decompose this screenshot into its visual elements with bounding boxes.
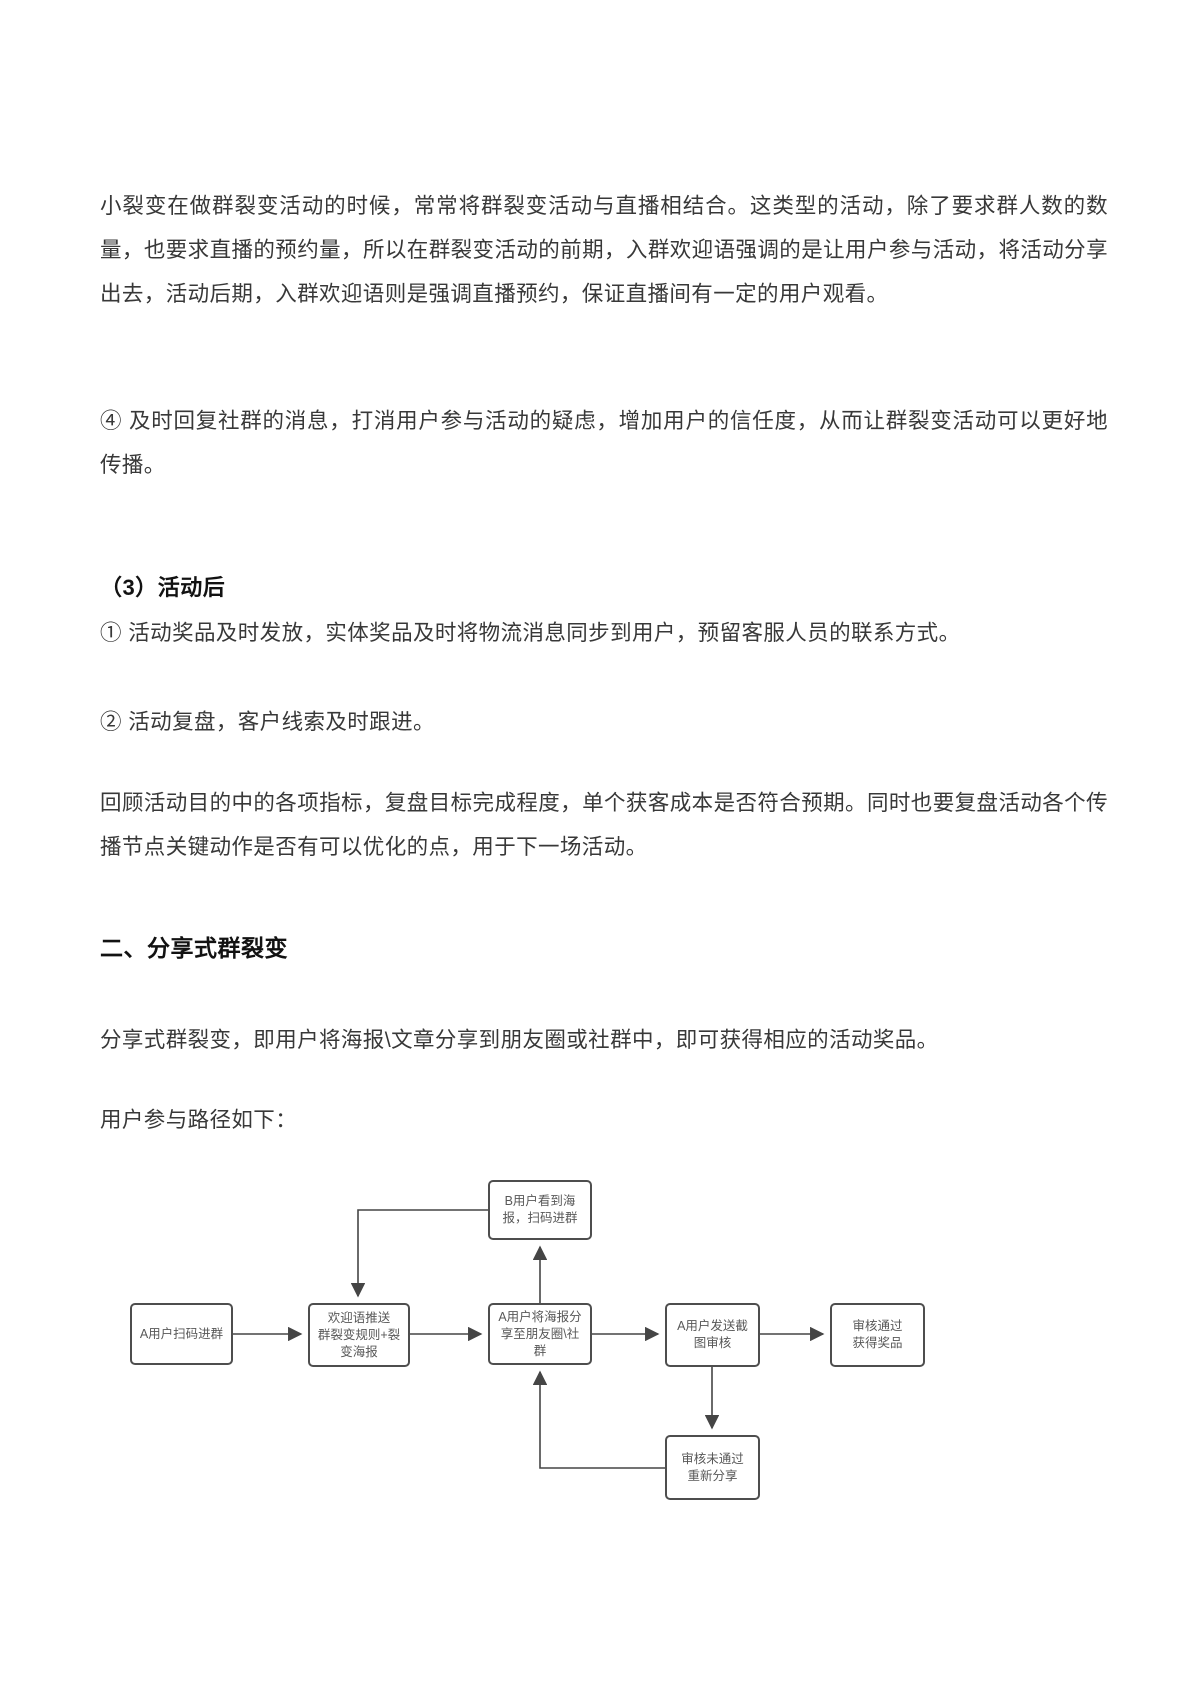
flow-node-welcome-push: 欢迎语推送 群裂变规则+裂 变海报: [308, 1303, 410, 1367]
flow-node-a-user-share: A用户将海报分 享至朋友圈\社 群: [488, 1303, 592, 1365]
paragraph-review-recap: 回顾活动目的中的各项指标，复盘目标完成程度，单个获客成本是否符合预期。同时也要复…: [100, 791, 1108, 859]
heading-after-activity: （3）活动后: [100, 575, 226, 600]
paragraph-live-combination: 小裂变在做群裂变活动的时候，常常将群裂变活动与直播相结合。这类型的活动，除了要求…: [100, 194, 1108, 306]
list-item-circle-4: ④ 及时回复社群的消息，打消用户参与活动的疑虑，增加用户的信任度，从而让群裂变活…: [100, 409, 1108, 477]
flow-node-review-fail-reshare: 审核未通过 重新分享: [665, 1435, 760, 1500]
flow-node-b-user-see-poster: B用户看到海 报，扫码进群: [488, 1180, 592, 1240]
flow-node-a-user-submit-screenshot: A用户发送截 图审核: [665, 1303, 760, 1367]
list-item-circle-1: ① 活动奖品及时发放，实体奖品及时将物流消息同步到用户，预留客服人员的联系方式。: [100, 621, 961, 645]
flow-node-review-pass-reward: 审核通过 获得奖品: [830, 1303, 925, 1367]
flow-node-a-user-scan: A用户扫码进群: [130, 1303, 233, 1365]
list-item-circle-2: ② 活动复盘，客户线索及时跟进。: [100, 710, 435, 734]
paragraph-user-path: 用户参与路径如下：: [100, 1108, 298, 1132]
paragraph-share-intro: 分享式群裂变，即用户将海报\文章分享到朋友圈或社群中，即可获得相应的活动奖品。: [100, 1028, 939, 1052]
heading-share-fission: 二、分享式群裂变: [100, 935, 288, 961]
